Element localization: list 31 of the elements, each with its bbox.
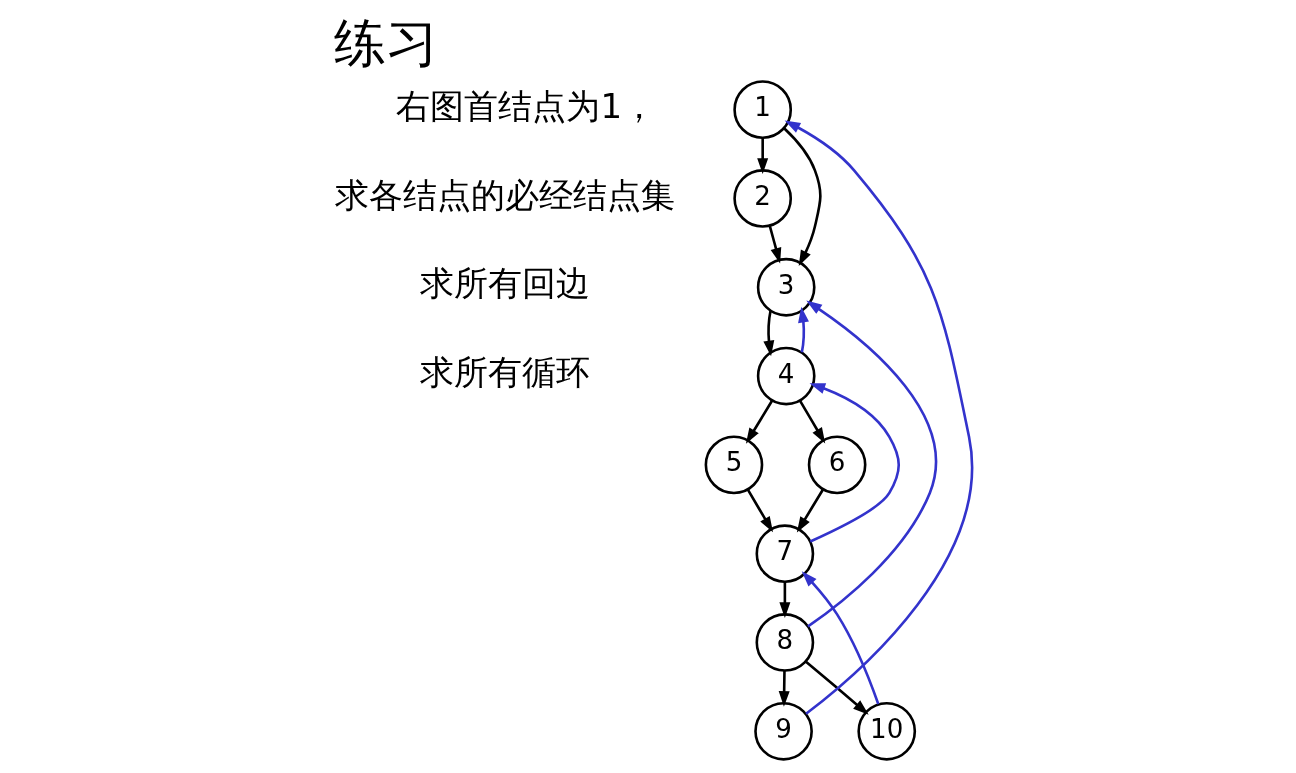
arrow [779, 581, 791, 618]
label: 求所有循环 [420, 352, 591, 393]
node-circle: 6 [807, 435, 867, 495]
node-circle: 1 [733, 80, 793, 140]
arrow [784, 120, 974, 715]
arrow [778, 670, 790, 707]
label: 求各结点的必经结点集 [335, 174, 676, 215]
node-circle: 9 [754, 701, 813, 761]
arrow [798, 306, 809, 353]
arrow [757, 137, 769, 174]
node-circle: 8 [755, 613, 815, 672]
arrow [796, 488, 825, 533]
node-circle: 4 [756, 346, 816, 406]
arrow [798, 400, 826, 444]
arrow [806, 300, 937, 628]
arrow [768, 225, 782, 264]
arrow [763, 310, 775, 357]
arrow [745, 399, 774, 444]
node-circle: 2 [733, 169, 793, 228]
arrow [809, 383, 900, 543]
label: 求所有回边 [420, 263, 591, 304]
arrow [805, 660, 869, 715]
node-circle: 7 [755, 524, 815, 584]
arrow [801, 571, 880, 705]
label: 右图首结点为1， [396, 85, 657, 126]
node-circle: 10 [857, 701, 917, 761]
node-circle: 5 [704, 435, 764, 495]
arrow [746, 489, 773, 533]
arrow [783, 127, 822, 267]
node-circle: 3 [756, 257, 816, 317]
diagram-title: 练习 [333, 12, 438, 73]
